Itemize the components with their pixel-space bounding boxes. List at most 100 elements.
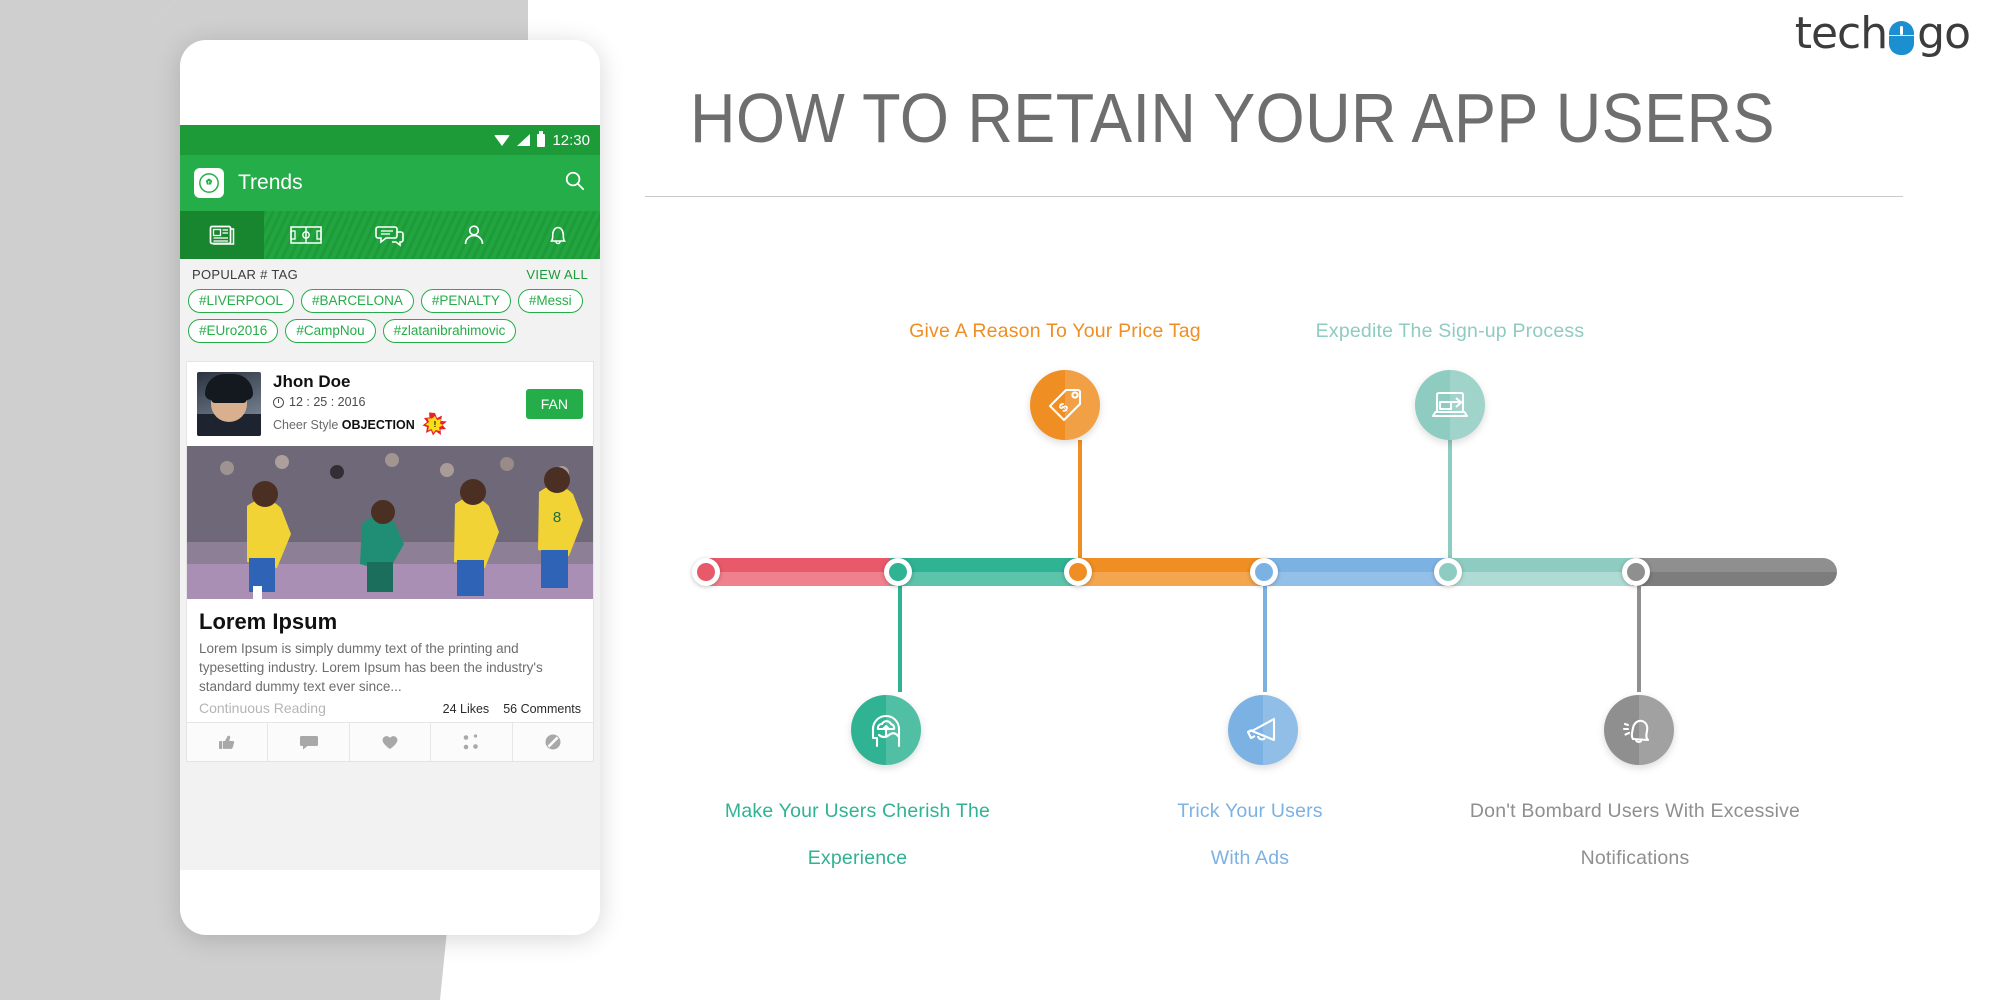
post-author-name: Jhon Doe (273, 372, 351, 391)
label-line-2: Experience (807, 847, 908, 869)
article-footer: Continuous Reading 24 Likes 56 Comments (199, 700, 581, 716)
brand-logo: tech go (1794, 8, 1971, 59)
cheer-label: Cheer Style (273, 418, 339, 432)
timeline-start-marker (692, 558, 720, 586)
tag-chip[interactable]: #EUro2016 (188, 319, 279, 343)
battery-icon (537, 130, 546, 147)
phone-mockup: 12:30 F Trends (180, 40, 600, 935)
timeline-segment-2 (890, 558, 1088, 586)
post-stats: 24 Likes 56 Comments (443, 702, 581, 716)
stem-5 (1637, 572, 1641, 692)
post-header: Jhon Doe 12 : 25 : 2016 Cheer Style OBJE… (187, 362, 593, 446)
node-cherish-experience[interactable] (851, 695, 921, 765)
title-divider (645, 196, 1903, 197)
label-line-2: With Ads (1210, 847, 1290, 869)
tag-section-header: POPULAR # TAG VIEW ALL (180, 259, 600, 289)
label-line-2: Notifications (1580, 847, 1690, 869)
likes-count: 24 Likes (442, 702, 490, 717)
tag-chip[interactable]: #LIVERPOOL (188, 289, 295, 313)
clock-icon (273, 396, 284, 408)
continue-reading-link[interactable]: Continuous Reading (199, 700, 326, 717)
label-line-1: Trick Your Users (1177, 800, 1323, 822)
node-price-tag-reason[interactable]: $ (1030, 370, 1100, 440)
view-all-link[interactable]: VIEW ALL (526, 266, 588, 282)
search-icon[interactable] (563, 169, 586, 197)
comments-count: 56 Comments (503, 702, 581, 717)
post-action-bar (187, 722, 593, 762)
stem-3 (1263, 572, 1267, 692)
label-line-1: Don't Bombard Users With Excessive (1469, 800, 1801, 822)
svg-text:!: ! (434, 420, 437, 429)
comment-action[interactable] (268, 723, 350, 762)
svg-text:F: F (208, 180, 211, 185)
label-line-1: Make Your Users Cherish The (724, 800, 991, 822)
sidebar-item-news[interactable] (180, 211, 264, 259)
avatar (197, 372, 261, 436)
tag-row: #LIVERPOOL #BARCELONA #PENALTY #Messi (188, 289, 592, 313)
article-text: Lorem Ipsum is simply dummy text of the … (199, 641, 543, 695)
fan-button[interactable]: FAN (525, 389, 583, 419)
app-bar: F Trends (180, 155, 600, 211)
tag-section-title: POPULAR # TAG (192, 266, 299, 282)
svg-text:$: $ (1055, 399, 1071, 415)
like-action[interactable] (187, 723, 269, 762)
block-action[interactable] (513, 723, 593, 761)
cheer-value: OBJECTION (341, 418, 415, 432)
soccer-ball-icon: F (194, 168, 224, 198)
stem-2 (1078, 440, 1082, 572)
node-trick-with-ads[interactable] (1228, 695, 1298, 765)
timeline-marker-1[interactable] (884, 558, 912, 586)
price-tag-dollar-icon: $ (1048, 388, 1082, 422)
timeline-segment-5 (1450, 558, 1640, 586)
sidebar-item-matches[interactable] (264, 211, 348, 259)
wifi-icon (494, 134, 511, 146)
timeline-segment-3 (1080, 558, 1276, 586)
tag-chip[interactable]: #CampNou (285, 319, 376, 343)
tag-chip[interactable]: #BARCELONA (301, 289, 414, 313)
status-time: 12:30 (552, 131, 590, 149)
soccer-match-photo: 8 (187, 446, 593, 599)
timeline-marker-5[interactable] (1622, 558, 1650, 586)
timeline-segment-6 (1632, 558, 1837, 586)
page-title: HOW TO RETAIN YOUR APP USERS (690, 79, 1776, 157)
post-card: Jhon Doe 12 : 25 : 2016 Cheer Style OBJE… (186, 361, 594, 763)
sidebar-item-notifications[interactable] (516, 211, 600, 259)
timeline-marker-3[interactable] (1250, 558, 1278, 586)
favorite-action[interactable] (350, 723, 432, 762)
status-bar: 12:30 (180, 125, 600, 155)
post-date: 12 : 25 : 2016 (273, 395, 448, 409)
share-action[interactable] (431, 723, 513, 762)
article-title: Lorem Ipsum (199, 609, 338, 634)
stem-1 (898, 572, 902, 692)
tag-chip[interactable]: #PENALTY (420, 289, 511, 313)
computer-mouse-icon (1887, 11, 1917, 57)
brand-name-part2: go (1917, 8, 1971, 59)
objection-burst-icon: ! (422, 412, 448, 436)
tag-chip[interactable]: #Messi (517, 289, 583, 313)
label-cherish-experience: Make Your Users Cherish The Experience (705, 800, 1010, 870)
label-line-1: Expedite The Sign-up Process (1315, 320, 1585, 342)
megaphone-icon (1246, 717, 1276, 742)
brand-name-part1: tech (1794, 8, 1888, 59)
app-title: Trends (238, 171, 303, 194)
tag-chip[interactable]: #zlatanibrahimovic (382, 319, 517, 343)
stem-4 (1448, 440, 1452, 572)
sidebar-item-profile[interactable] (432, 211, 516, 259)
ringing-bell-icon (1622, 719, 1650, 743)
svg-text:8: 8 (553, 509, 561, 526)
post-cheer-style: Cheer Style OBJECTION ! (273, 412, 448, 436)
node-expedite-signup[interactable] (1415, 370, 1485, 440)
signal-icon (517, 134, 531, 146)
timeline-segment-1 (698, 558, 898, 586)
timeline-marker-4[interactable] (1434, 558, 1462, 586)
node-excessive-notifications[interactable] (1604, 695, 1674, 765)
tag-row: #EUro2016 #CampNou #zlatanibrahimovic (188, 319, 592, 343)
sidebar-item-chat[interactable] (348, 211, 432, 259)
post-date-text: 12 : 25 : 2016 (289, 395, 366, 409)
label-line-1: Give A Reason To Your Price Tag (909, 320, 1201, 342)
label-excessive-notifications: Don't Bombard Users With Excessive Notif… (1440, 800, 1830, 870)
post-body: Lorem Ipsum Lorem Ipsum is simply dummy … (187, 599, 593, 722)
timeline-marker-2[interactable] (1064, 558, 1092, 586)
label-trick-with-ads: Trick Your Users With Ads (1120, 800, 1380, 870)
phone-screen: 12:30 F Trends (180, 125, 600, 870)
